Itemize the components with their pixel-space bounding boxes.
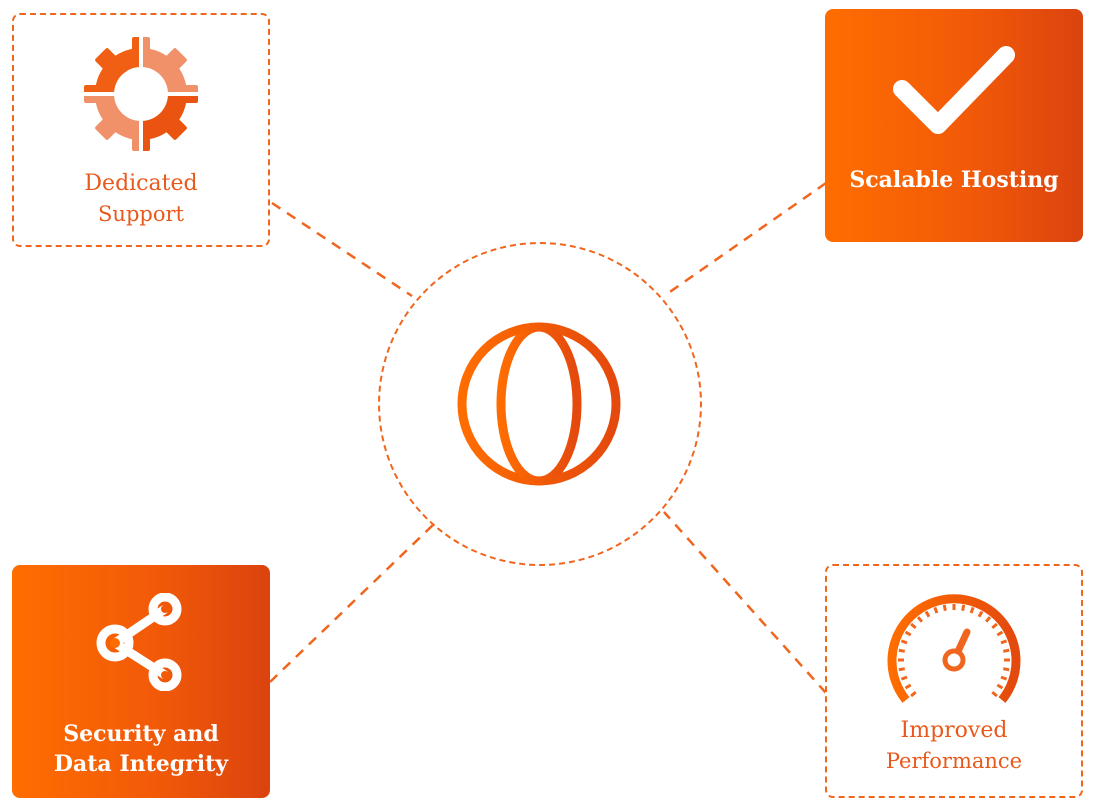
speedometer-icon <box>883 590 1025 710</box>
gauge-tick <box>904 683 912 690</box>
card-label: Security and Data Integrity <box>54 719 228 779</box>
label-line: Improved <box>900 718 1008 743</box>
gear-icon <box>84 37 198 155</box>
gauge-tick <box>942 604 947 612</box>
gauge-tick <box>900 675 908 681</box>
gauge-tick <box>991 690 998 698</box>
label-line: Dedicated <box>84 171 198 196</box>
label-line: Scalable Hosting <box>849 167 1059 193</box>
hub-circle <box>378 242 702 566</box>
label-line: Performance <box>885 749 1023 773</box>
card-label: Dedicated Support <box>84 169 197 229</box>
card-dedicated-support: Dedicated Support <box>12 13 270 247</box>
gauge-tick <box>910 622 917 630</box>
card-scalable-hosting: Scalable Hosting <box>825 9 1083 242</box>
gauge-tick <box>910 690 917 698</box>
connector-performance <box>663 511 827 694</box>
label-line: Data Integrity <box>53 751 229 777</box>
gauge-tick <box>900 639 908 645</box>
gauge-tick <box>898 648 906 653</box>
gauge-tick <box>977 610 984 618</box>
card-label: Improved Performance <box>886 716 1022 776</box>
card-improved-performance: Improved Performance <box>825 564 1083 798</box>
gauge-tick <box>1002 648 1010 653</box>
gauge-tick <box>991 622 998 630</box>
gauge-tick <box>969 606 975 614</box>
gauge-tick <box>916 616 924 623</box>
connector-support <box>271 201 413 298</box>
label-line: Support <box>98 202 184 226</box>
gauge-tick <box>898 667 906 672</box>
checkmark-icon <box>890 45 1018 141</box>
gauge-tick <box>996 630 1004 637</box>
globe-icon <box>456 321 622 491</box>
gauge-tick <box>933 606 939 614</box>
gauge-tick <box>1000 639 1008 645</box>
gauge-tick <box>904 630 912 637</box>
card-label: Scalable Hosting <box>849 165 1058 195</box>
connector-hosting <box>663 181 827 298</box>
gauge-tick <box>984 616 992 623</box>
gauge-tick <box>961 604 966 612</box>
connector-security <box>269 523 435 683</box>
label-line: Security and <box>63 721 219 747</box>
gauge-tick <box>1002 667 1010 672</box>
gauge-tick <box>1000 675 1008 681</box>
card-security-data-integrity: Security and Data Integrity <box>12 565 270 798</box>
gauge-tick <box>996 683 1004 690</box>
gauge-tick <box>924 610 931 618</box>
share-icon <box>93 592 189 695</box>
